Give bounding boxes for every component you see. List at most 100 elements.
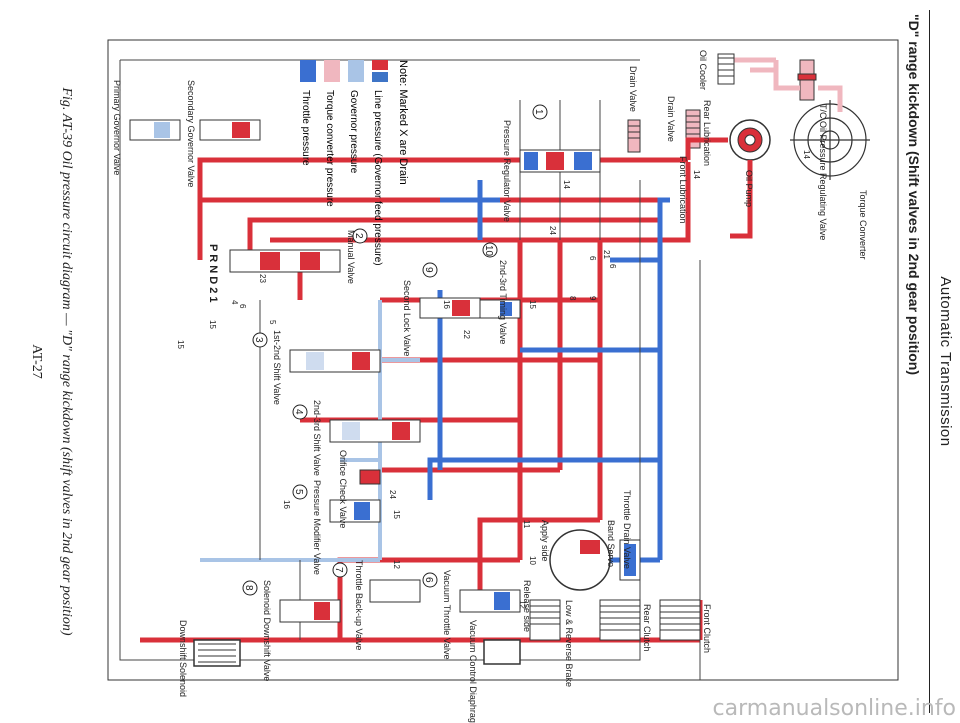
oil-pump (729, 119, 771, 161)
num-8: 8 (243, 585, 254, 591)
label-pressure-modifier: Pressure Modifier Valve (312, 480, 322, 575)
downshift-solenoid (193, 639, 241, 667)
ln-x: 9 (588, 296, 597, 301)
ln-r: 6 (238, 304, 247, 309)
ln-t: 12 (392, 560, 401, 569)
ln-d: 24 (548, 226, 557, 235)
timing-valve (479, 299, 521, 319)
label-secondary-gov: Secondary Governor Valve (186, 80, 196, 187)
section-title: Automatic Transmission (937, 276, 954, 447)
legend-line: Line pressure (Governor feed pressure) (372, 60, 388, 266)
label-drain-valve-left: Drain Valve (628, 66, 638, 112)
pressure-regulator-valve (519, 149, 601, 173)
shift-valve-12 (289, 349, 381, 373)
label-low-reverse: Low & Reverse Brake (564, 600, 574, 687)
label-rear-clutch: Rear Clutch (642, 604, 652, 652)
figure-caption: Fig. AT-39 Oil pressure circuit diagram … (59, 87, 74, 636)
num-6: 6 (423, 577, 434, 583)
front-clutch (659, 599, 701, 641)
converter-circuit (726, 57, 843, 112)
line-numbers: 14 14 14 24 21 6 6 22 15 16 16 15 24 23 … (176, 150, 811, 609)
ln-i: 15 (528, 300, 537, 309)
valve-numbers: 1 2 3 4 5 6 7 8 9 10 (242, 104, 548, 596)
label-primary-gov: Primary Governor Valve (112, 80, 122, 175)
page-number: AT-27 (29, 344, 44, 379)
page-header: Automatic Transmission "D" range kickdow… (900, 0, 960, 723)
label-second-lock: Second Lock Valve (402, 280, 412, 356)
label-shift-23: 2nd-3rd Shift Valve (312, 400, 322, 476)
num-4: 4 (293, 409, 304, 415)
ln-h: 22 (462, 330, 471, 339)
component-labels: Torque Converter Oil Pump T/C Oil Pressu… (112, 50, 868, 723)
secondary-governor (199, 119, 261, 141)
ln-s: 4 (230, 300, 239, 305)
band-servo (549, 529, 611, 591)
legend-governor-label: Governor pressure (348, 90, 359, 174)
label-rear-lube: Rear Lubrication (702, 100, 712, 166)
legend-note: Note: Marked X are Drain (397, 60, 409, 185)
page-title: "D" range kickdown (Shift valves in 2nd … (906, 14, 922, 376)
num-1: 1 (533, 109, 544, 115)
ln-c: 14 (562, 180, 571, 189)
second-lock-valve (419, 297, 481, 319)
label-downshift-solenoid: Downshift Solenoid (178, 620, 188, 697)
label-drain-valve-top: Drain Valve (666, 96, 676, 142)
ln-a: 14 (802, 150, 811, 159)
label-prnd21: P R N D 2 1 (207, 244, 219, 303)
num-7: 7 (333, 567, 344, 573)
ln-g: 6 (608, 264, 617, 269)
tc-pressure-valve (797, 59, 817, 101)
legend-line-label: Line pressure (Governor feed pressure) (372, 90, 383, 266)
ln-p: 15 (176, 340, 185, 349)
legend-converter-label: Torque converter pressure (324, 90, 335, 207)
low-reverse-brake (529, 599, 561, 641)
torque-converter (790, 100, 870, 180)
label-manual-valve: Manual Valve (346, 230, 356, 284)
header-rule (929, 10, 930, 713)
ln-o: 15 (208, 320, 217, 329)
manual-valve (229, 249, 341, 273)
hydraulic-circuit-diagram: Note: Marked X are Drain Line pressure (… (107, 39, 899, 723)
orifice-check-valve (359, 469, 381, 485)
label-orifice-check: Orifice Check Valve (338, 450, 348, 528)
label-throttle-backup: Throttle Back-up Valve (354, 560, 364, 650)
legend-throttle-label: Throttle pressure (300, 90, 311, 166)
primary-governor (129, 119, 181, 141)
label-apply-side: Apply side (540, 520, 550, 562)
ln-b: 14 (692, 170, 701, 179)
ln-l: 15 (392, 510, 401, 519)
label-shift-12: 1st-2nd Shift Valve (272, 330, 282, 405)
label-front-lube: Front Lubrication (678, 156, 688, 224)
num-2: 2 (353, 233, 364, 239)
throttle-drain-valve (619, 539, 641, 581)
label-oil-pump: Oil Pump (744, 170, 754, 207)
vacuum-diaphragm (483, 639, 521, 665)
ln-q: 5 (268, 320, 277, 325)
ln-n: 23 (258, 274, 267, 283)
drain-valve-left (627, 119, 641, 153)
label-band-servo: Band Servo (606, 520, 616, 567)
legend-governor: Governor pressure (348, 60, 364, 174)
ln-m: 24 (388, 490, 397, 499)
vacuum-throttle-valve (459, 589, 521, 613)
ln-j: 16 (442, 300, 451, 309)
label-solenoid-downshift: Solenoid Downshift Valve (262, 580, 272, 681)
num-5: 5 (293, 489, 304, 495)
label-pressure-regulator: Pressure Regulator Valve (502, 120, 512, 222)
num-3: 3 (253, 337, 264, 343)
ln-w: 11 (522, 520, 531, 529)
legend-converter: Torque converter pressure (324, 60, 340, 207)
oil-cooler (717, 53, 735, 85)
ln-e: 21 (602, 250, 611, 259)
num-9: 9 (423, 267, 434, 273)
label-oil-cooler: Oil Cooler (698, 50, 708, 90)
num-10: 10 (483, 245, 494, 257)
solenoid-downshift-valve (279, 599, 341, 623)
ln-k: 16 (282, 500, 291, 509)
label-vacuum-diaphragm: Vacuum Control Diaphragm (468, 620, 478, 723)
diagram-frame (107, 39, 899, 681)
ln-f: 6 (588, 256, 597, 261)
label-tc-valve: T/C Oil Pressure Regulating Valve (818, 104, 828, 240)
label-throttle-drain: Throttle Drain Valve (622, 490, 632, 569)
